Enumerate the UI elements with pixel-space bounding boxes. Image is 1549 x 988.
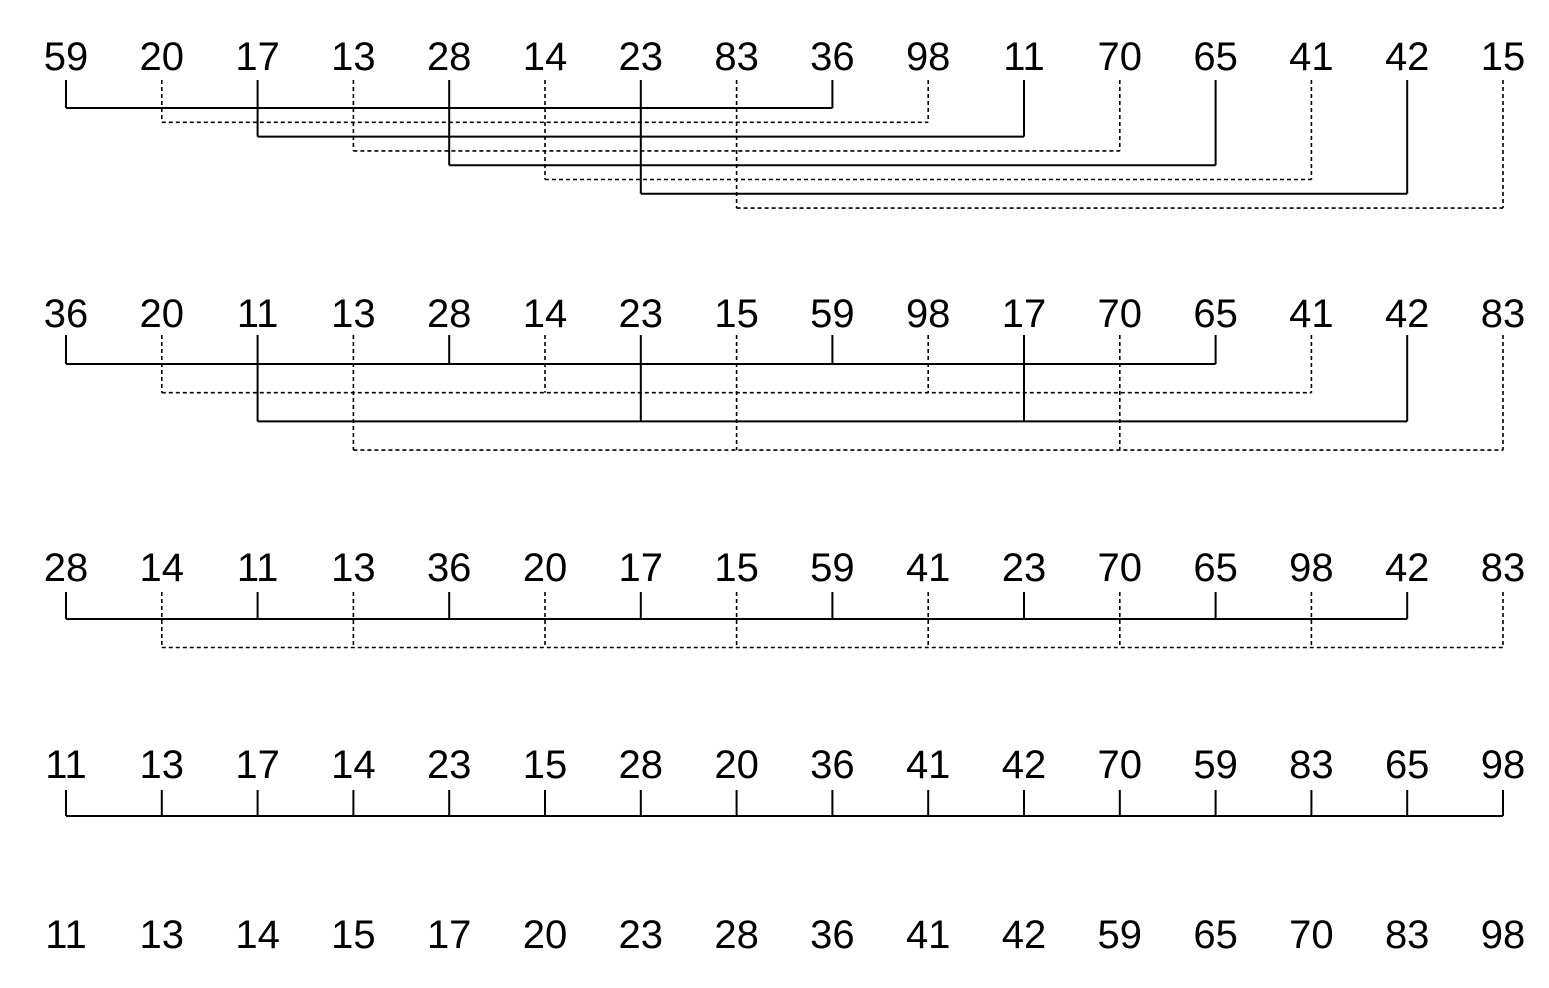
number-label: 98: [906, 35, 951, 79]
number-label: 42: [1385, 546, 1430, 590]
number-label: 98: [1481, 743, 1526, 787]
number-label: 36: [810, 35, 855, 79]
number-label: 98: [1481, 913, 1526, 957]
number-label: 28: [427, 292, 472, 336]
row-5: 11 13 14 15 17 20 23 28 36 41 42 59 65 70 83 98: [45, 913, 1525, 957]
number-label: 83: [1481, 292, 1526, 336]
number-label: 11: [1003, 35, 1045, 79]
number-label: 98: [1289, 546, 1334, 590]
number-label: 11: [237, 546, 279, 590]
number-label: 17: [1002, 292, 1047, 336]
number-label: 11: [237, 292, 279, 336]
number-label: 42: [1002, 913, 1047, 957]
number-label: 28: [44, 546, 89, 590]
number-label: 13: [140, 743, 185, 787]
number-label: 42: [1385, 35, 1430, 79]
number-label: 15: [714, 546, 759, 590]
number-label: 15: [523, 743, 568, 787]
number-label: 17: [619, 546, 664, 590]
number-label: 59: [810, 292, 855, 336]
number-label: 83: [1385, 913, 1430, 957]
row-3: 28 14 11 13 36 20 17 15 59 41 23 70 65 98 42 83: [44, 546, 1526, 649]
number-label: 23: [619, 913, 664, 957]
number-label: 14: [331, 743, 376, 787]
number-label: 14: [235, 913, 280, 957]
number-label: 65: [1385, 743, 1430, 787]
number-label: 42: [1385, 292, 1430, 336]
number-label: 20: [523, 913, 568, 957]
number-label: 20: [140, 35, 185, 79]
number-label: 65: [1193, 292, 1238, 336]
number-label: 65: [1193, 913, 1238, 957]
number-label: 17: [235, 35, 280, 79]
number-label: 13: [331, 292, 376, 336]
number-label: 41: [1289, 292, 1334, 336]
number-label: 41: [906, 743, 951, 787]
number-label: 28: [427, 35, 472, 79]
number-label: 42: [1002, 743, 1047, 787]
number-label: 70: [1098, 35, 1143, 79]
number-label: 83: [1289, 743, 1334, 787]
number-label: 13: [331, 35, 376, 79]
number-label: 15: [714, 292, 759, 336]
number-label: 41: [1289, 35, 1334, 79]
number-label: 28: [619, 743, 664, 787]
number-label: 23: [427, 743, 472, 787]
number-label: 65: [1193, 35, 1238, 79]
number-label: 98: [906, 292, 951, 336]
number-label: 17: [427, 913, 472, 957]
number-label: 65: [1193, 546, 1238, 590]
number-label: 17: [235, 743, 280, 787]
number-label: 70: [1289, 913, 1334, 957]
number-label: 13: [140, 913, 185, 957]
number-label: 41: [906, 546, 951, 590]
number-label: 59: [1098, 913, 1143, 957]
number-label: 70: [1098, 292, 1143, 336]
row-4: 11 13 17 14 23 15 28 20 36 41 42 70 59 83 65 98: [45, 743, 1526, 817]
number-label: 59: [1193, 743, 1238, 787]
number-label: 41: [906, 913, 951, 957]
number-label: 11: [45, 743, 87, 787]
number-label: 11: [45, 913, 87, 957]
number-label: 13: [331, 546, 376, 590]
number-label: 20: [714, 743, 759, 787]
number-label: 14: [523, 35, 568, 79]
number-label: 59: [810, 546, 855, 590]
number-label: 20: [140, 292, 185, 336]
number-label: 23: [1002, 546, 1047, 590]
number-label: 14: [523, 292, 568, 336]
row-2: 36 20 11 13 28 14 23 15 59 98 17 70 65 41 42 83: [44, 292, 1526, 451]
number-label: 83: [714, 35, 759, 79]
number-label: 36: [427, 546, 472, 590]
number-label: 23: [619, 292, 664, 336]
number-label: 15: [331, 913, 376, 957]
number-label: 28: [714, 913, 759, 957]
number-label: 36: [44, 292, 89, 336]
number-label: 36: [810, 913, 855, 957]
number-label: 15: [1481, 35, 1526, 79]
number-label: 70: [1098, 546, 1143, 590]
number-label: 23: [619, 35, 664, 79]
number-label: 70: [1098, 743, 1143, 787]
number-label: 14: [140, 546, 185, 590]
number-label: 36: [810, 743, 855, 787]
row-1: 59 20 17 13 28 14 23 83 36 98 11 70 65 41 42 15: [44, 35, 1526, 209]
number-label: 83: [1481, 546, 1526, 590]
number-label: 20: [523, 546, 568, 590]
number-label: 59: [44, 35, 89, 79]
